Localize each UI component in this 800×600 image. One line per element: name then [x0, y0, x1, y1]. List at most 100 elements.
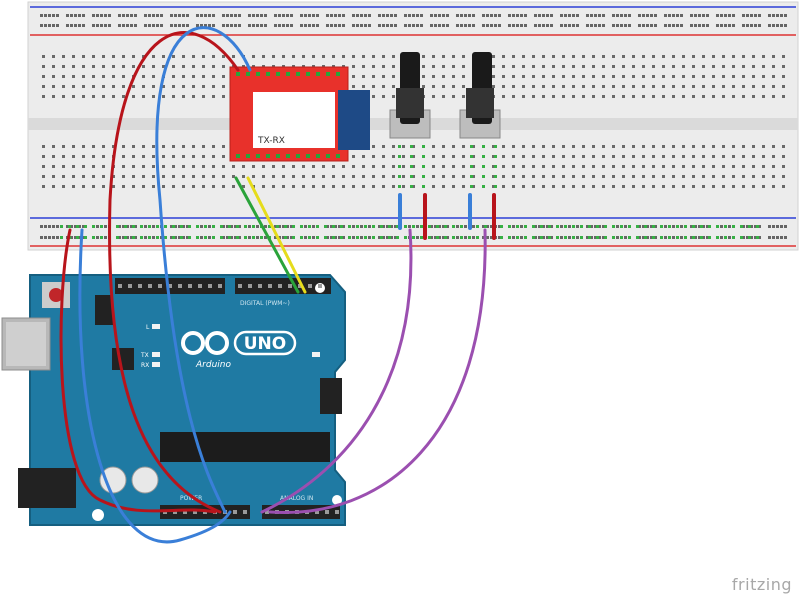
breadboard-hole	[562, 65, 565, 68]
breadboard-hole	[620, 225, 623, 228]
breadboard-hole	[472, 14, 475, 17]
breadboard-hole	[334, 14, 337, 17]
breadboard-hole	[762, 165, 765, 168]
breadboard-hole	[364, 225, 367, 228]
breadboard-hole	[616, 225, 619, 228]
breadboard-hole	[776, 225, 779, 228]
breadboard-hole	[48, 14, 51, 17]
breadboard-hole	[782, 95, 785, 98]
breadboard-hole	[532, 145, 535, 148]
breadboard-hole	[742, 145, 745, 148]
led-on	[312, 352, 320, 357]
breadboard-hole	[182, 14, 185, 17]
breadboard-hole	[652, 75, 655, 78]
breadboard-hole	[108, 24, 111, 27]
breadboard-hole	[660, 225, 663, 228]
breadboard-hole	[592, 175, 595, 178]
breadboard-hole	[182, 155, 185, 158]
breadboard-hole	[212, 175, 215, 178]
breadboard-hole	[122, 165, 125, 168]
breadboard-hole	[182, 185, 185, 188]
breadboard-hole	[398, 145, 401, 148]
breadboard-hole	[40, 225, 43, 228]
breadboard-hole	[180, 225, 183, 228]
breadboard-hole	[342, 236, 345, 239]
breadboard-hole	[172, 155, 175, 158]
breadboard-hole	[706, 24, 709, 27]
breadboard-hole	[52, 185, 55, 188]
breadboard-hole	[332, 175, 335, 178]
breadboard-hole	[362, 65, 365, 68]
breadboard-hole	[170, 14, 173, 17]
breadboard-hole	[172, 85, 175, 88]
header-pin	[265, 510, 269, 514]
breadboard-hole	[668, 225, 671, 228]
breadboard-hole	[596, 225, 599, 228]
breadboard-hole	[162, 95, 165, 98]
breadboard-hole	[42, 155, 45, 158]
breadboard-hole	[330, 24, 333, 27]
breadboard-hole	[742, 65, 745, 68]
breadboard-hole	[122, 75, 125, 78]
header-pin	[288, 284, 292, 288]
breadboard-hole	[304, 236, 307, 239]
breadboard-hole	[368, 24, 371, 27]
breadboard-hole	[472, 185, 475, 188]
breadboard-hole	[664, 14, 667, 17]
breadboard-hole	[702, 225, 705, 228]
breadboard-hole	[312, 225, 315, 228]
module-pin	[246, 154, 250, 158]
breadboard-hole	[492, 85, 495, 88]
breadboard-hole	[48, 24, 51, 27]
breadboard-hole	[434, 14, 437, 17]
breadboard-hole	[742, 225, 745, 228]
breadboard-hole	[568, 236, 571, 239]
breadboard-hole	[442, 75, 445, 78]
breadboard-hole	[724, 24, 727, 27]
breadboard-hole	[598, 14, 601, 17]
breadboard-hole	[226, 225, 229, 228]
breadboard-hole	[156, 225, 159, 228]
breadboard-hole	[682, 65, 685, 68]
breadboard-hole	[164, 225, 167, 228]
breadboard-hole	[592, 145, 595, 148]
breadboard-hole	[592, 95, 595, 98]
breadboard-hole	[598, 225, 601, 228]
breadboard-hole	[142, 185, 145, 188]
capacitor-1	[99, 466, 127, 494]
breadboard-hole	[560, 14, 563, 17]
breadboard-hole	[112, 185, 115, 188]
breadboard-hole	[108, 14, 111, 17]
breadboard-hole	[362, 185, 365, 188]
breadboard-hole	[612, 225, 615, 228]
breadboard-hole	[102, 155, 105, 158]
breadboard-hole	[148, 225, 151, 228]
breadboard-hole	[456, 236, 459, 239]
breadboard-hole	[752, 65, 755, 68]
module-antenna-board	[338, 90, 370, 150]
breadboard-hole	[52, 155, 55, 158]
breadboard-hole	[52, 55, 55, 58]
breadboard-hole	[104, 14, 107, 17]
breadboard-hole	[398, 175, 401, 178]
breadboard-hole	[372, 75, 375, 78]
breadboard-hole	[392, 55, 395, 58]
breadboard-hole	[392, 175, 395, 178]
breadboard-hole	[538, 14, 541, 17]
header-pin	[318, 284, 322, 288]
breadboard-hole	[222, 75, 225, 78]
breadboard-hole	[360, 24, 363, 27]
breadboard-hole	[432, 85, 435, 88]
breadboard-hole	[638, 14, 641, 17]
breadboard-hole	[396, 236, 399, 239]
breadboard-hole	[142, 155, 145, 158]
breadboard-hole	[368, 225, 371, 228]
breadboard-hole	[532, 236, 535, 239]
wire-green	[234, 176, 300, 294]
breadboard-hole	[92, 55, 95, 58]
uno-badge	[233, 330, 297, 356]
breadboard-hole	[692, 75, 695, 78]
breadboard-hole	[360, 236, 363, 239]
breadboard-hole	[212, 236, 215, 239]
breadboard-hole	[680, 225, 683, 228]
